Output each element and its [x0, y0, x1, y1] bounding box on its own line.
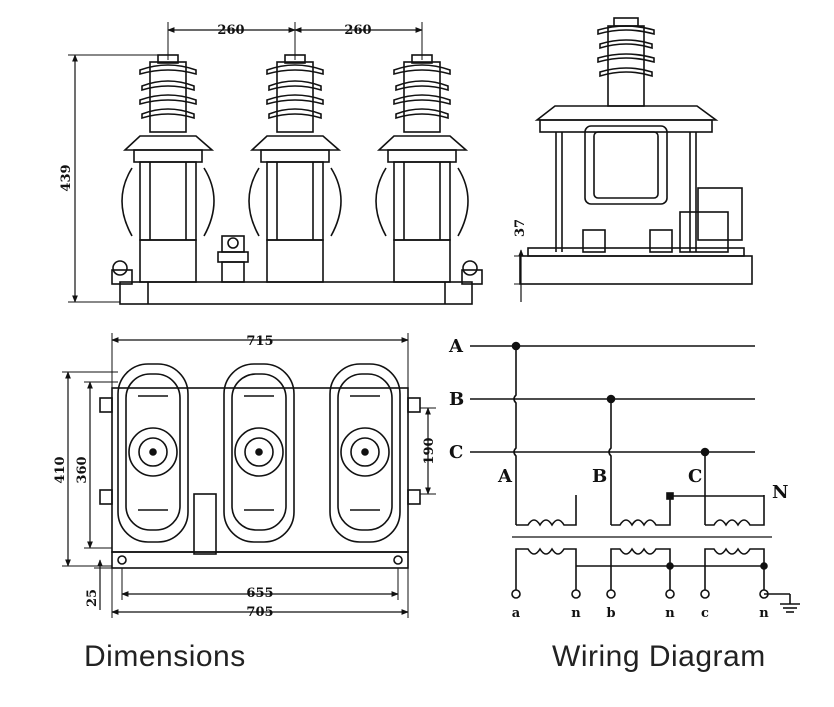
secondary-label-c: c — [701, 606, 709, 621]
primary-label-a: A — [497, 466, 513, 487]
secondary-label-b: b — [606, 606, 615, 621]
primary-label-c: C — [688, 466, 702, 487]
bus-label-b: B — [449, 389, 464, 410]
top-depth-outer: 410 — [53, 456, 68, 483]
front-spacing-1: 260 — [217, 23, 244, 38]
top-depth-inner: 360 — [75, 456, 90, 483]
secondary-label-n3: n — [759, 606, 769, 621]
wiring-diagram — [470, 341, 800, 613]
secondary-label-n2: n — [665, 606, 675, 621]
top-view — [62, 333, 436, 618]
top-mount-outer: 705 — [246, 605, 273, 620]
wiring-caption: Wiring Diagram — [552, 640, 766, 673]
dimensions-caption: Dimensions — [84, 640, 246, 673]
side-view — [514, 17, 753, 302]
side-base-height: 37 — [513, 219, 528, 237]
top-bushing-offset: 190 — [422, 437, 437, 464]
top-overall-width: 715 — [246, 334, 273, 349]
secondary-label-a: a — [512, 606, 521, 621]
bus-label-a: A — [448, 336, 464, 357]
front-view — [68, 22, 483, 305]
primary-label-b: B — [592, 466, 607, 487]
neutral-label: N — [772, 482, 788, 503]
secondary-label-n1: n — [571, 606, 581, 621]
front-height: 439 — [59, 164, 74, 191]
bus-label-c: C — [449, 442, 463, 463]
top-base-offset: 25 — [85, 589, 100, 607]
front-spacing-2: 260 — [344, 23, 371, 38]
top-mount-inner: 655 — [246, 586, 273, 601]
